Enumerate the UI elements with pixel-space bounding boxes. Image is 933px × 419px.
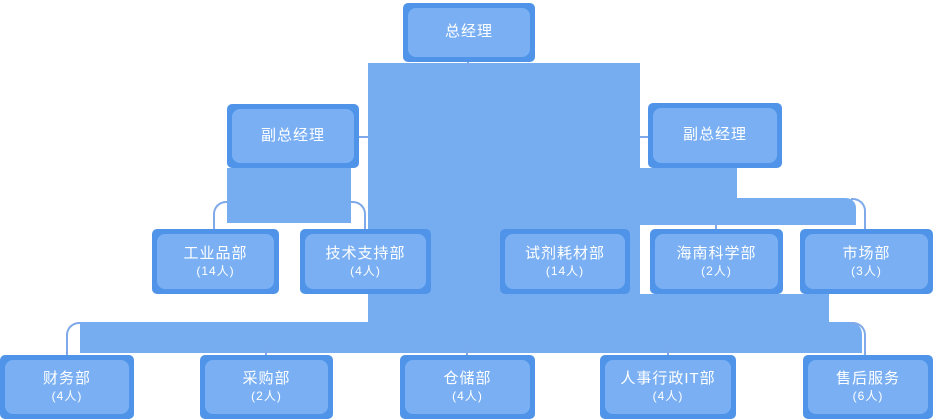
org-node-deputy-gm-left[interactable]: 副总经理 <box>227 104 359 168</box>
node-body: 市场部 (3人) <box>805 234 928 289</box>
org-node-hr-admin-it[interactable]: 人事行政IT部 (4人) <box>600 355 736 419</box>
node-body: 工业品部 (14人) <box>157 234 274 289</box>
node-headcount: (14人) <box>545 263 585 278</box>
node-headcount: (2人) <box>251 389 282 404</box>
line-drop-after-sales <box>851 322 866 356</box>
node-body: 技术支持部 (4人) <box>305 234 426 289</box>
line-stub-hainan <box>715 224 717 230</box>
node-label: 售后服务 <box>835 370 900 388</box>
org-node-after-sales[interactable]: 售后服务 (6人) <box>803 355 933 419</box>
node-headcount: (3人) <box>851 263 882 278</box>
node-body: 副总经理 <box>653 108 777 163</box>
node-body: 人事行政IT部 (4人) <box>605 360 731 414</box>
line-stub-hr-admin-it <box>667 351 669 356</box>
org-node-reagent-consumables[interactable]: 试剂耗材部 (14人) <box>500 229 630 294</box>
node-label: 工业品部 <box>183 244 248 262</box>
node-label: 海南科学部 <box>676 244 757 262</box>
node-label: 人事行政IT部 <box>620 370 716 388</box>
org-node-hainan-science[interactable]: 海南科学部 (2人) <box>650 229 783 294</box>
line-drop-finance <box>66 322 81 356</box>
node-headcount: (2人) <box>701 263 732 278</box>
org-node-deputy-gm-right[interactable]: 副总经理 <box>648 103 782 168</box>
node-label: 技术支持部 <box>325 244 406 262</box>
org-node-marketing[interactable]: 市场部 (3人) <box>800 229 933 294</box>
node-body: 总经理 <box>408 8 530 57</box>
node-label: 副总经理 <box>682 126 747 144</box>
org-node-tech-support[interactable]: 技术支持部 (4人) <box>300 229 431 294</box>
node-label: 采购部 <box>242 370 291 388</box>
line-drop-industrial <box>213 201 228 231</box>
org-node-warehouse[interactable]: 仓储部 (4人) <box>400 355 535 419</box>
node-body: 副总经理 <box>232 109 354 163</box>
node-label: 市场部 <box>842 244 891 262</box>
node-label: 仓储部 <box>443 370 492 388</box>
line-stub-purchasing <box>265 351 267 356</box>
node-label: 财务部 <box>42 370 91 388</box>
node-headcount: (4人) <box>452 389 483 404</box>
node-label: 试剂耗材部 <box>524 244 605 262</box>
connector-left-group <box>227 168 351 223</box>
connector-bottom-bar <box>80 322 862 353</box>
node-body: 仓储部 (4人) <box>405 360 530 414</box>
node-headcount: (4人) <box>652 389 684 404</box>
node-headcount: (4人) <box>350 263 381 278</box>
node-label: 副总经理 <box>260 126 325 144</box>
line-deputy-right-link <box>640 136 648 138</box>
line-drop-tech-support <box>350 201 366 231</box>
node-headcount: (14人) <box>196 263 235 278</box>
connector-lower-strip <box>368 294 829 326</box>
connector-right-arm <box>640 198 856 225</box>
org-node-purchasing[interactable]: 采购部 (2人) <box>200 355 333 419</box>
node-body: 售后服务 (6人) <box>808 360 928 414</box>
line-drop-marketing <box>851 198 866 232</box>
node-label: 总经理 <box>444 23 493 41</box>
org-node-general-manager[interactable]: 总经理 <box>403 3 535 62</box>
line-root-stub <box>467 60 469 66</box>
node-body: 采购部 (2人) <box>205 360 328 414</box>
org-node-finance[interactable]: 财务部 (4人) <box>0 355 134 419</box>
line-deputy-left-link <box>358 136 368 138</box>
node-body: 试剂耗材部 (14人) <box>505 234 625 289</box>
node-body: 财务部 (4人) <box>5 360 129 414</box>
node-headcount: (4人) <box>51 389 83 404</box>
node-body: 海南科学部 (2人) <box>655 234 778 289</box>
line-stub-warehouse <box>466 351 468 356</box>
org-node-industrial-products[interactable]: 工业品部 (14人) <box>152 229 279 294</box>
node-headcount: (6人) <box>852 389 884 404</box>
